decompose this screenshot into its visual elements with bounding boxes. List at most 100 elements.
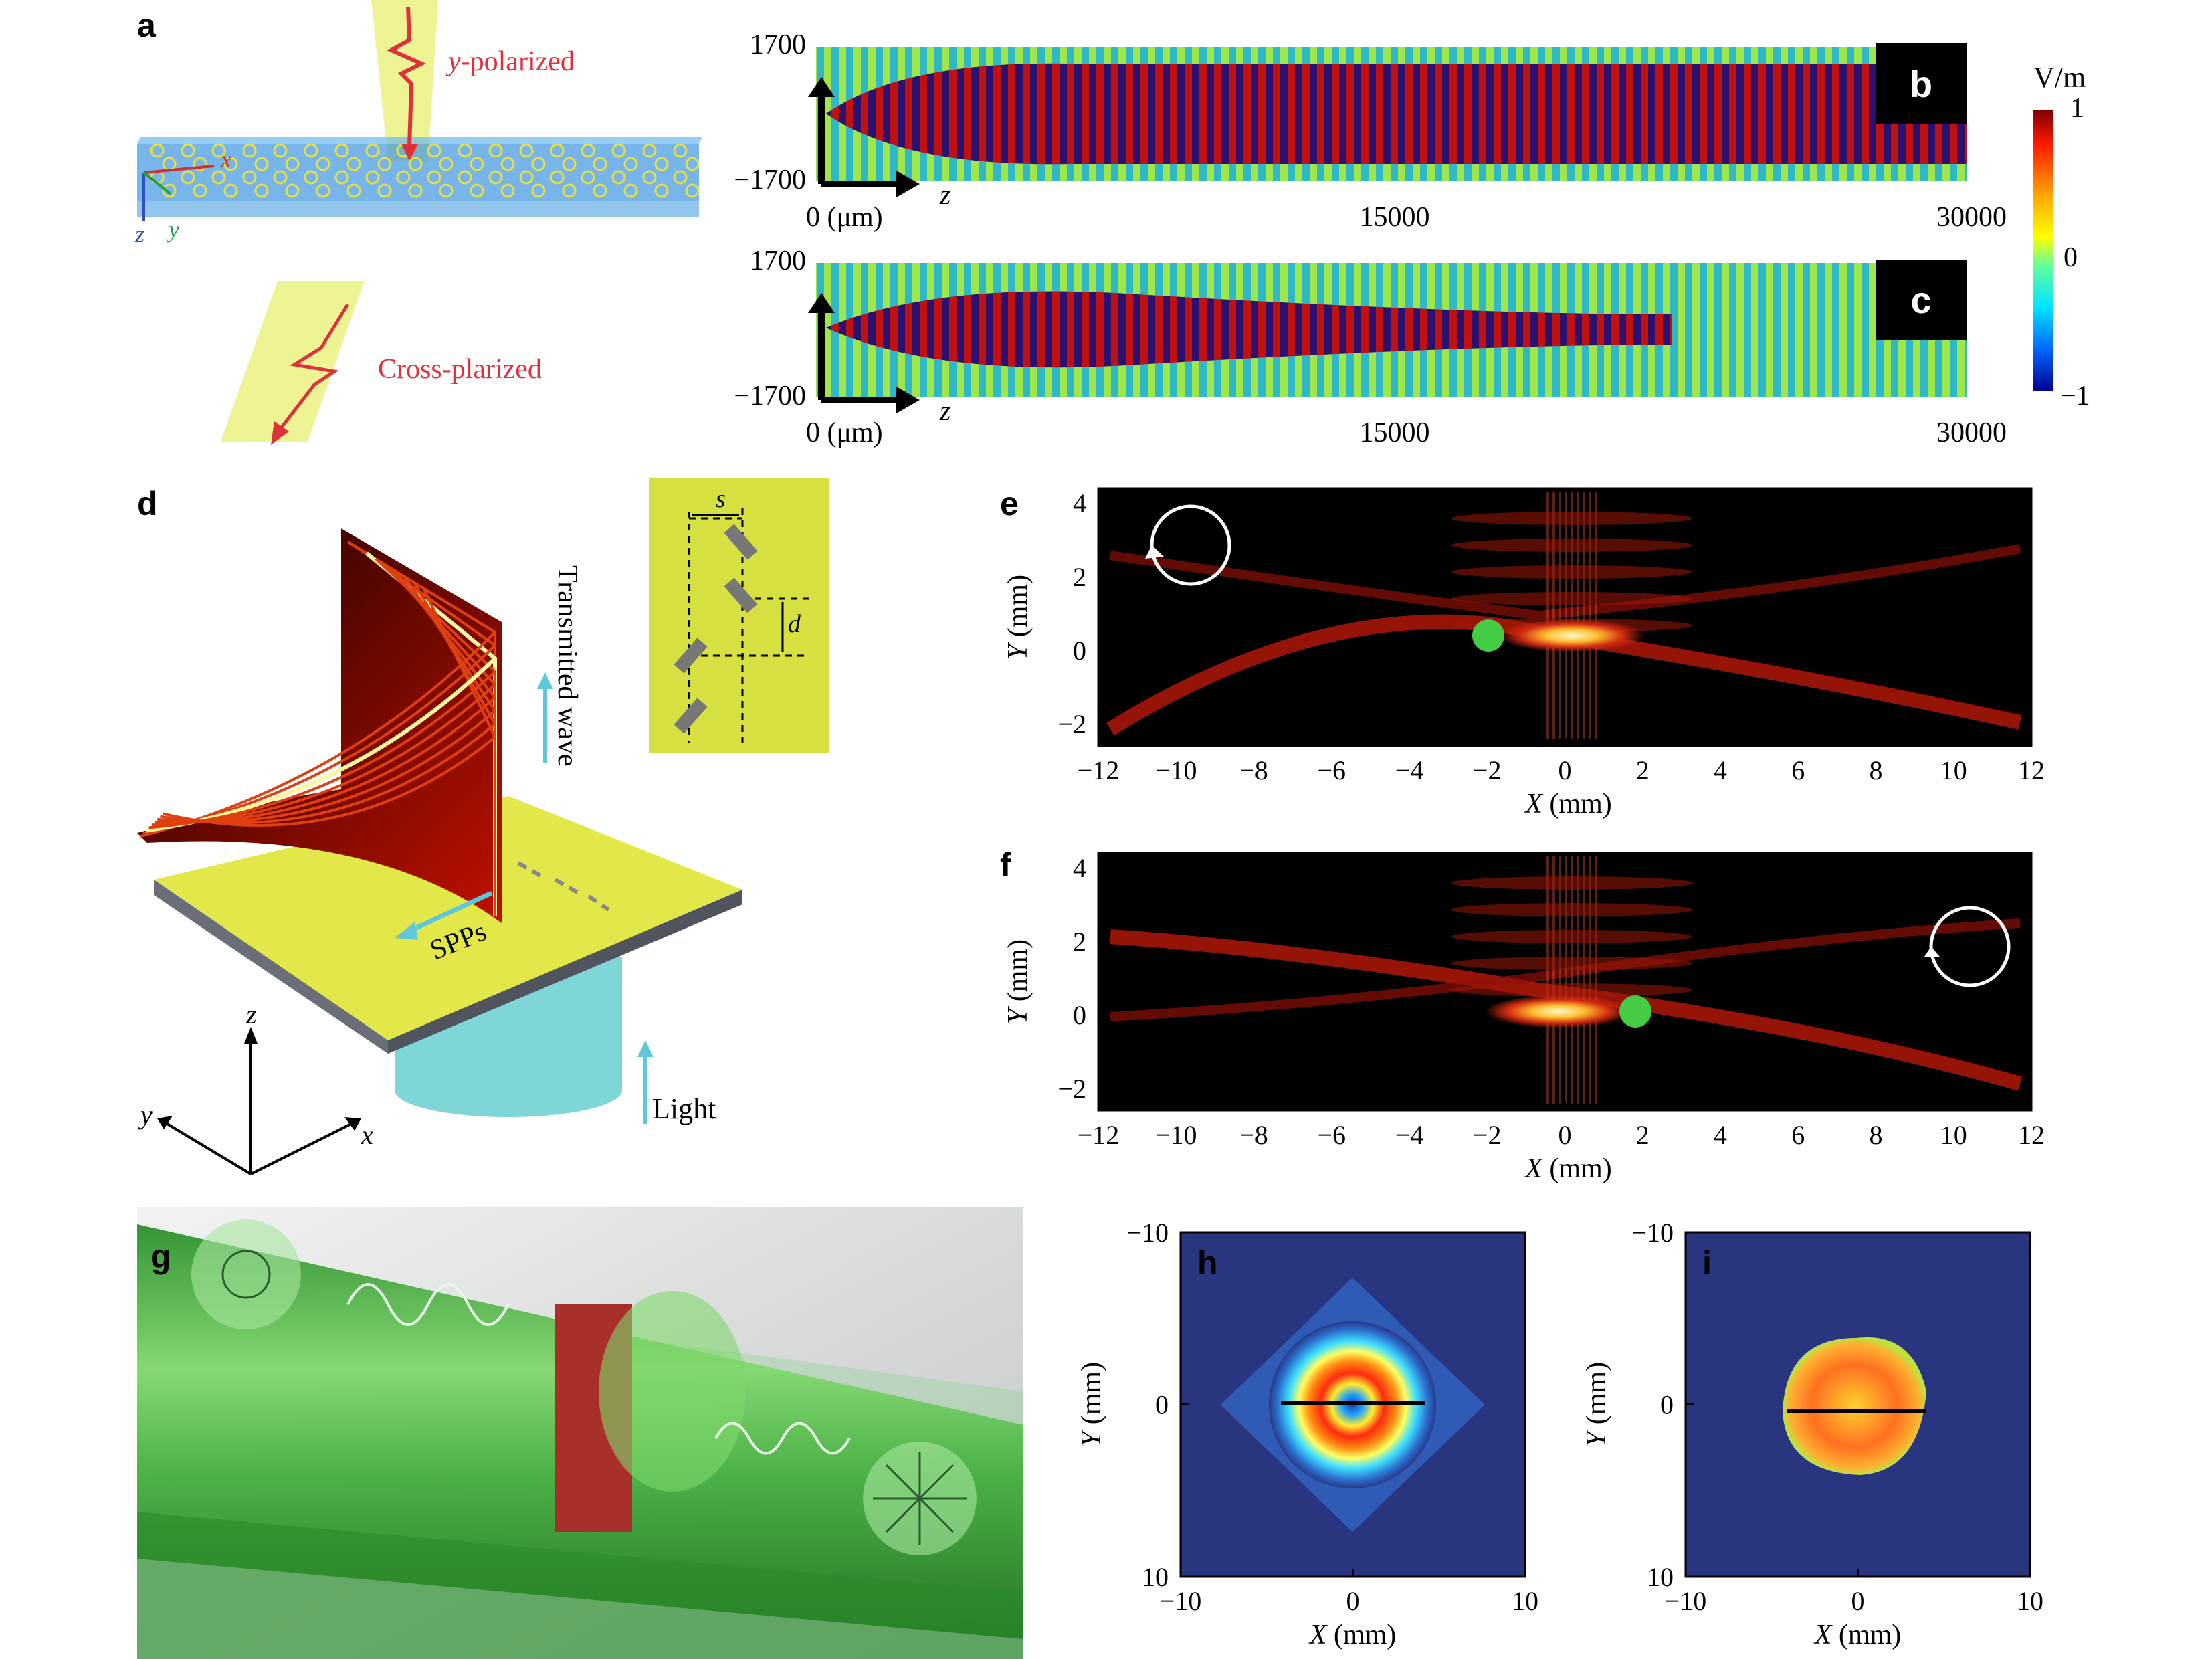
split-ring: [673, 143, 688, 158]
y-tick-label: 10: [1647, 1562, 1674, 1592]
fringe-band: [1451, 983, 1692, 997]
split-ring: [181, 170, 195, 185]
y-tick-label: 4: [1073, 488, 1086, 518]
split-ring: [211, 170, 226, 185]
panel-e: e: [1000, 485, 2031, 746]
x-tick-label: −10: [1160, 1586, 1202, 1616]
fringe-band: [1451, 539, 1692, 552]
svg-text:−1700: −1700: [734, 165, 806, 195]
svg-text:1700: 1700: [750, 246, 806, 276]
y-tick-label: 2: [1073, 562, 1086, 592]
x-tick-label: −6: [1317, 755, 1346, 785]
x-tick-label: 12: [2018, 1120, 2045, 1150]
panel-label-i: i: [1702, 1244, 1712, 1282]
fringe: [1559, 856, 1561, 1104]
x-tick-label: −10: [1155, 1120, 1197, 1150]
fringe-band: [1451, 592, 1692, 605]
x-tick-label: 2: [1636, 1120, 1649, 1150]
panel-f: f: [1000, 846, 2031, 1110]
field-beam-b: [826, 63, 1967, 165]
svg-text:z: z: [134, 221, 144, 248]
fringe: [1565, 492, 1567, 739]
split-ring: [470, 183, 484, 198]
split-ring: [150, 143, 165, 158]
x-tick-label: 0: [1346, 1586, 1360, 1616]
wave-in: [346, 1283, 510, 1326]
split-ring: [500, 183, 515, 198]
y-tick-label: 4: [1073, 853, 1086, 883]
panel-label-h: h: [1197, 1244, 1218, 1282]
split-ring: [581, 143, 595, 158]
split-ring: [685, 183, 700, 198]
split-ring: [531, 183, 546, 198]
fan-line-h: [163, 736, 496, 827]
fringe: [1565, 856, 1567, 1104]
y-axis-label: Y (mm): [1076, 1362, 1107, 1447]
svg-text:z: z: [245, 999, 257, 1030]
split-ring: [550, 170, 565, 185]
split-ring: [334, 143, 349, 158]
panel-label-e: e: [1000, 485, 1019, 522]
svg-text:30000: 30000: [1936, 202, 2007, 233]
panel-label-box-c: [1876, 260, 1967, 340]
incident-beam: [371, 0, 438, 161]
fringe: [1595, 492, 1597, 739]
x-tick-label: 0: [1851, 1586, 1865, 1616]
intensity-map-f: [1098, 853, 2031, 1110]
green-marker-f: [1619, 995, 1651, 1028]
x-tick-label: 0: [1559, 755, 1572, 785]
svg-text:30000: 30000: [1936, 417, 2007, 448]
split-ring: [611, 170, 626, 185]
split-ring: [623, 183, 638, 198]
split-ring: [408, 183, 423, 198]
svg-text:d: d: [788, 610, 801, 638]
split-ring: [365, 170, 380, 185]
split-ring: [254, 157, 269, 171]
split-ring: [550, 143, 565, 158]
svg-text:1: 1: [2070, 93, 2084, 124]
x-tick-label: −10: [1155, 755, 1197, 785]
split-ring: [488, 170, 503, 185]
split-ring: [519, 170, 534, 185]
panel-g: g: [137, 1207, 1023, 1659]
y-axis-label: Y (mm): [1581, 1362, 1612, 1447]
fringe: [1589, 856, 1591, 1104]
fringe-band: [1451, 957, 1692, 970]
fringe: [1546, 492, 1549, 739]
split-ring: [223, 157, 238, 171]
x-tick-label: −6: [1317, 1120, 1346, 1150]
split-ring: [193, 183, 207, 198]
split-ring: [365, 143, 380, 158]
split-ring: [181, 143, 195, 158]
x-tick-label: 0: [1559, 1120, 1572, 1150]
fringe: [1583, 856, 1585, 1104]
split-ring: [396, 170, 411, 185]
fringe: [1589, 492, 1591, 739]
y-tick-label: −10: [1126, 1217, 1169, 1248]
input-pulse: [387, 6, 427, 148]
x-tick-label: 10: [2017, 1586, 2043, 1616]
split-ring: [254, 183, 269, 198]
x-tick-label: 10: [1940, 755, 1967, 785]
svg-text:−1: −1: [2060, 381, 2090, 411]
split-ring: [285, 157, 300, 171]
x-tick-label: 4: [1714, 1120, 1727, 1150]
split-ring: [427, 170, 441, 185]
split-ring-array: [150, 143, 700, 198]
transmitted-label: Transmitted wave: [552, 565, 583, 767]
x-tick-label: −2: [1473, 1120, 1502, 1150]
split-ring: [285, 183, 300, 198]
x-tick-label: −4: [1395, 1120, 1424, 1150]
x-axis-label: X (mm): [1308, 1620, 1396, 1650]
svg-text:1700: 1700: [750, 29, 806, 60]
split-ring: [488, 143, 503, 158]
split-ring: [642, 143, 657, 158]
split-ring: [439, 157, 454, 171]
fringe-band: [1451, 930, 1692, 943]
svg-text:z: z: [939, 180, 950, 211]
x-tick-label: −4: [1395, 755, 1424, 785]
y-tick-label: 0: [1073, 1000, 1086, 1030]
x-tick-label: 10: [1940, 1120, 1967, 1150]
y-tick-label: 2: [1073, 926, 1086, 957]
